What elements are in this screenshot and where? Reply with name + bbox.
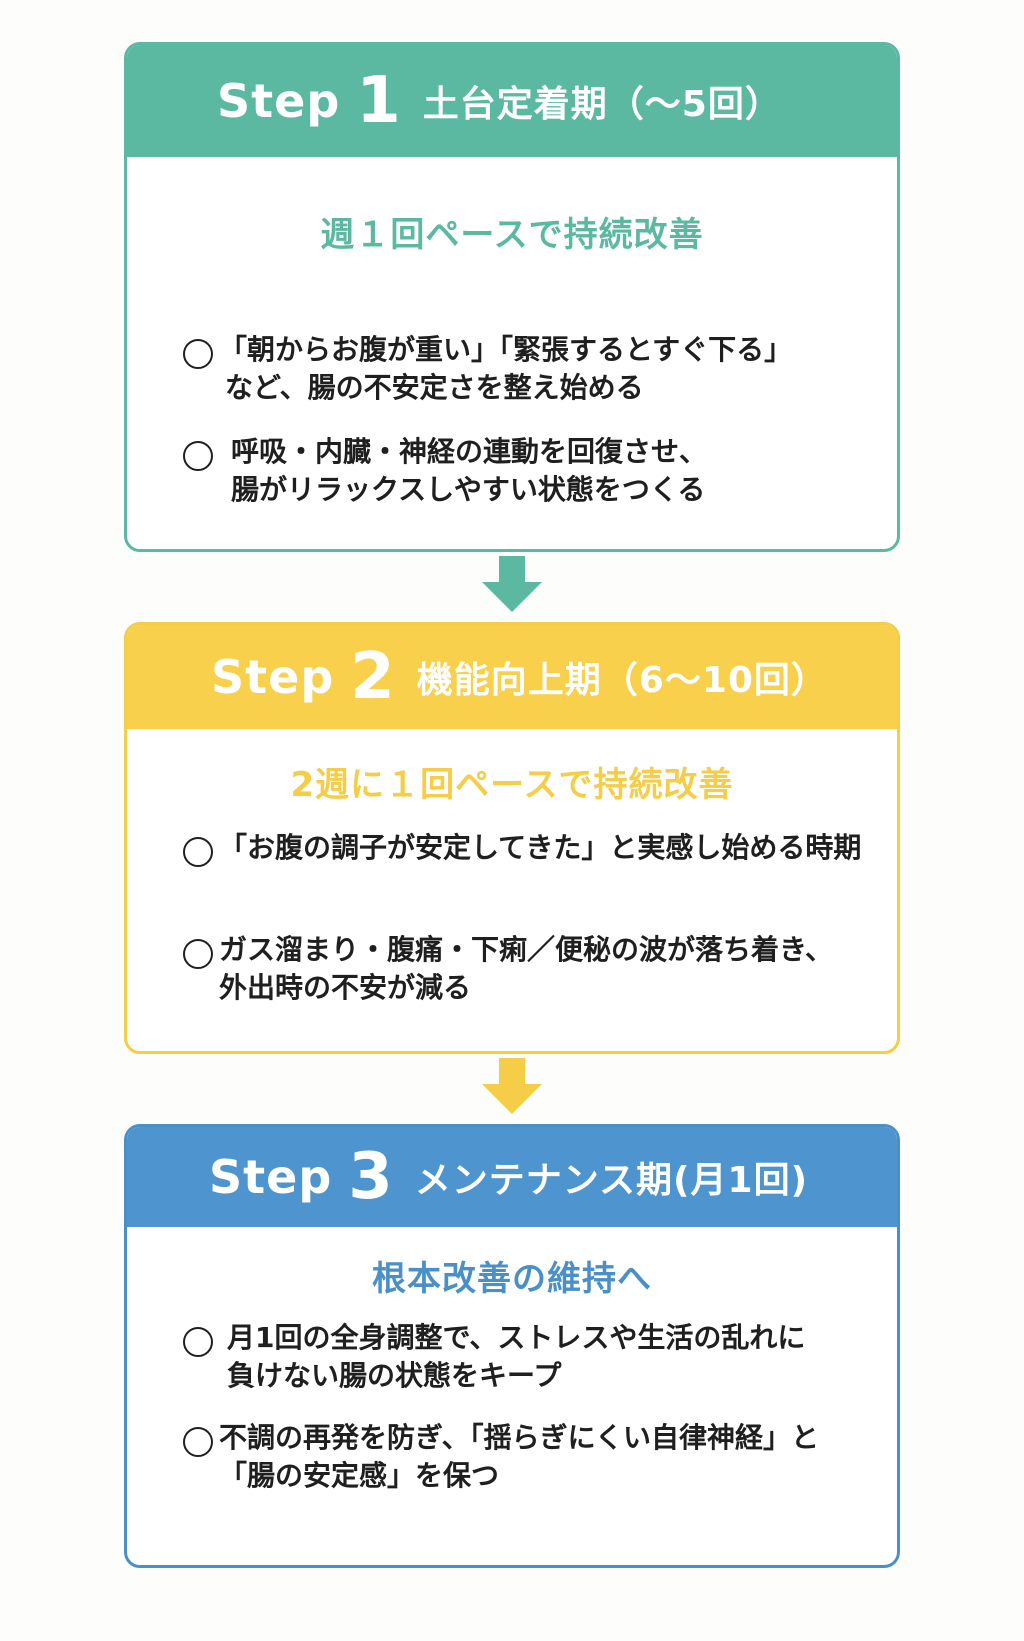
step-1-bullet-1: 「朝からお腹が重い」「緊張するとすぐ下る」 など、腸の不安定さを整え始める bbox=[183, 331, 792, 407]
step-2-bullet-2: ガス溜まり・腹痛・下痢／便秘の波が落ち着き、 外出時の不安が減る bbox=[183, 931, 833, 1007]
bullet-line: 外出時の不安が減る bbox=[219, 971, 472, 1004]
circle-bullet-icon bbox=[183, 339, 213, 369]
circle-bullet-icon bbox=[183, 939, 213, 969]
step-3-bullet-1: 月1回の全身調整で、ストレスや生活の乱れに 負けない腸の状態をキープ bbox=[183, 1319, 805, 1395]
down-arrow-icon bbox=[482, 556, 542, 612]
bullet-line: ガス溜まり・腹痛・下痢／便秘の波が落ち着き、 bbox=[219, 933, 834, 966]
bullet-line: 月1回の全身調整で、ストレスや生活の乱れに bbox=[227, 1321, 806, 1354]
step-3-subtitle: 根本改善の維持へ bbox=[372, 1259, 652, 1299]
step-2-number: 2 bbox=[350, 640, 395, 714]
step-1-card: Step 1 土台定着期（〜5回） 週１回ペースで持続改善 「朝からお腹が重い」… bbox=[124, 42, 900, 552]
step-3-card: Step 3 メンテナンス期(月1回) 根本改善の維持へ 月1回の全身調整で、ス… bbox=[124, 1124, 900, 1568]
step-2-card: Step 2 機能向上期（6〜10回） 2週に１回ペースで持続改善 「お腹の調子… bbox=[124, 622, 900, 1054]
bullet-line: など、腸の不安定さを整え始める bbox=[225, 371, 644, 404]
bullet-line: 腸がリラックスしやすい状態をつくる bbox=[231, 473, 706, 506]
step-2-word: Step bbox=[211, 650, 335, 704]
step-1-header: Step 1 土台定着期（〜5回） bbox=[127, 45, 897, 157]
bullet-line: 呼吸・内臓・神経の連動を回復させ、 bbox=[231, 435, 708, 468]
step-2-subtitle: 2週に１回ペースで持続改善 bbox=[290, 765, 734, 805]
bullet-line: 「朝からお腹が重い」「緊張するとすぐ下る」 bbox=[219, 333, 793, 366]
bullet-line: 負けない腸の状態をキープ bbox=[227, 1359, 562, 1392]
bullet-line: 不調の再発を防ぎ、「揺らぎにくい自律神経」と bbox=[219, 1421, 820, 1454]
step-3-title: メンテナンス期(月1回) bbox=[414, 1160, 809, 1201]
step-3-word: Step bbox=[209, 1150, 333, 1204]
step-1-bullet-2: 呼吸・内臓・神経の連動を回復させ、 腸がリラックスしやすい状態をつくる bbox=[183, 433, 707, 509]
step-1-word: Step bbox=[217, 74, 341, 128]
circle-bullet-icon bbox=[183, 1327, 213, 1357]
step-2-title: 機能向上期（6〜10回） bbox=[416, 660, 828, 701]
down-arrow-icon bbox=[482, 1058, 542, 1114]
bullet-line: 「腸の安定感」を保つ bbox=[219, 1459, 500, 1492]
step-3-header: Step 3 メンテナンス期(月1回) bbox=[127, 1127, 897, 1227]
step-2-bullet-1: 「お腹の調子が安定してきた」と実感し始める時期 bbox=[183, 829, 861, 867]
step-2-header: Step 2 機能向上期（6〜10回） bbox=[127, 625, 897, 729]
step-3-bullet-2: 不調の再発を防ぎ、「揺らぎにくい自律神経」と 「腸の安定感」を保つ bbox=[183, 1419, 819, 1495]
circle-bullet-icon bbox=[183, 441, 213, 471]
step-1-subtitle: 週１回ペースで持続改善 bbox=[320, 215, 704, 255]
step-1-title: 土台定着期（〜5回） bbox=[422, 84, 782, 125]
step-3-number: 3 bbox=[348, 1140, 393, 1214]
bullet-line: 「お腹の調子が安定してきた」と実感し始める時期 bbox=[219, 831, 862, 864]
step-1-number: 1 bbox=[356, 64, 401, 138]
circle-bullet-icon bbox=[183, 837, 213, 867]
circle-bullet-icon bbox=[183, 1427, 213, 1457]
